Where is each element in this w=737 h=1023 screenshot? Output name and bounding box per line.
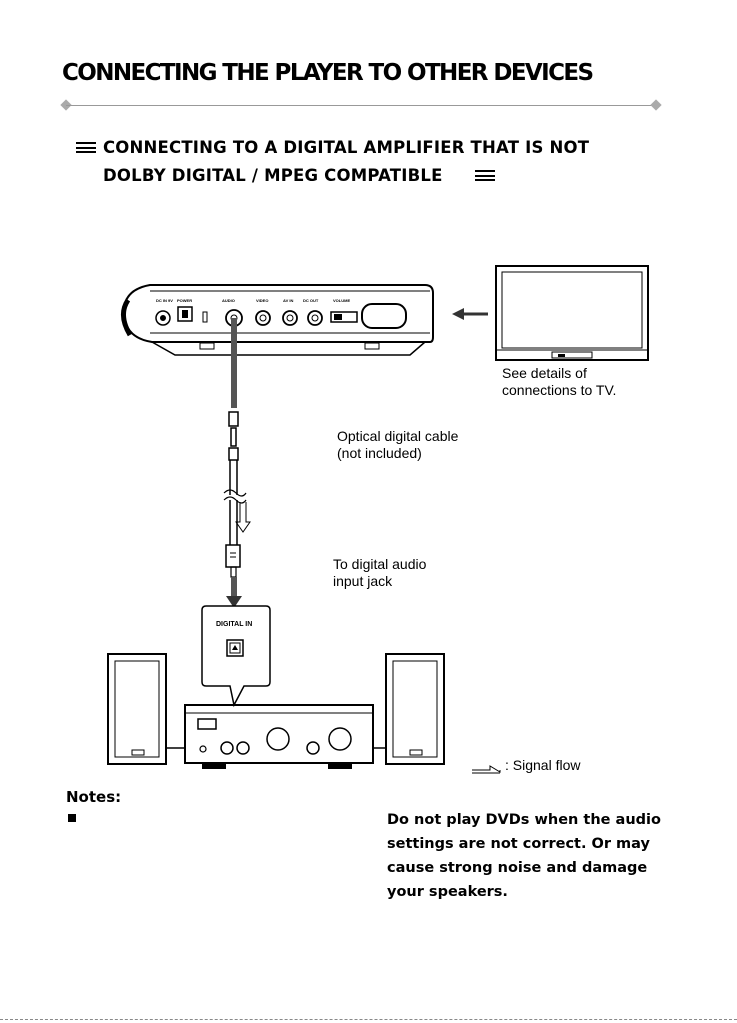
optical-cable [223,318,247,608]
port-label-dc-out: DC OUT [303,298,319,303]
port-label-audio: AUDIO [222,298,235,303]
port-label-dc-in: DC IN 9V [156,298,173,303]
signal-flow-arrow [235,502,251,533]
digital-in-port-label: DIGITAL IN [216,621,253,628]
digital-input-line2: input jack [333,573,393,589]
player-port-labels: DC IN 9V POWER AUDIO VIDEO AV IN DC OUT … [156,298,350,303]
left-speaker [107,653,167,765]
note-line: settings are not correct. Or may [387,836,650,852]
signal-flow-legend-icon [472,765,501,773]
optical-cable-line1: Optical digital cable [337,428,459,444]
notes-bullet-icon [68,814,76,822]
digital-in-callout [201,605,271,708]
port-label-power: POWER [177,298,192,303]
page-title: CONNECTING THE PLAYER TO OTHER DEVICES [62,60,594,86]
tv-monitor [495,265,649,361]
digital-input-label: To digital audio input jack [333,556,426,590]
notes-text: Do not play DVDs when the audio settings… [387,808,727,904]
section-heading-line2: DOLBY DIGITAL / MPEG COMPATIBLE [103,166,443,185]
port-label-volume: VOLUME [333,298,350,303]
notes-title: Notes: [66,788,122,806]
tv-details-label: See details of connections to TV. [502,365,616,399]
heading-lines-icon-end [475,170,495,181]
title-divider [66,105,658,106]
optical-cable-line2: (not included) [337,445,422,461]
player-side-panel [121,284,434,356]
digital-input-line1: To digital audio [333,556,427,572]
tv-arrow [452,308,488,320]
amplifier [166,704,386,769]
port-label-av-in: AV IN [283,298,293,303]
signal-flow-legend-label: : Signal flow [505,757,581,773]
note-line: cause strong noise and damage [387,860,648,876]
tv-details-line2: connections to TV. [502,382,617,398]
right-speaker [385,653,445,765]
note-line: Do not play DVDs when the audio [387,812,661,828]
optical-cable-label: Optical digital cable (not included) [337,428,458,462]
tv-details-line1: See details of [502,365,587,381]
page-bottom-rule [0,1019,737,1021]
heading-lines-icon [76,142,96,153]
port-label-video: VIDEO [256,298,268,303]
section-heading-line1: CONNECTING TO A DIGITAL AMPLIFIER THAT I… [103,138,590,157]
note-line: your speakers. [387,884,508,900]
